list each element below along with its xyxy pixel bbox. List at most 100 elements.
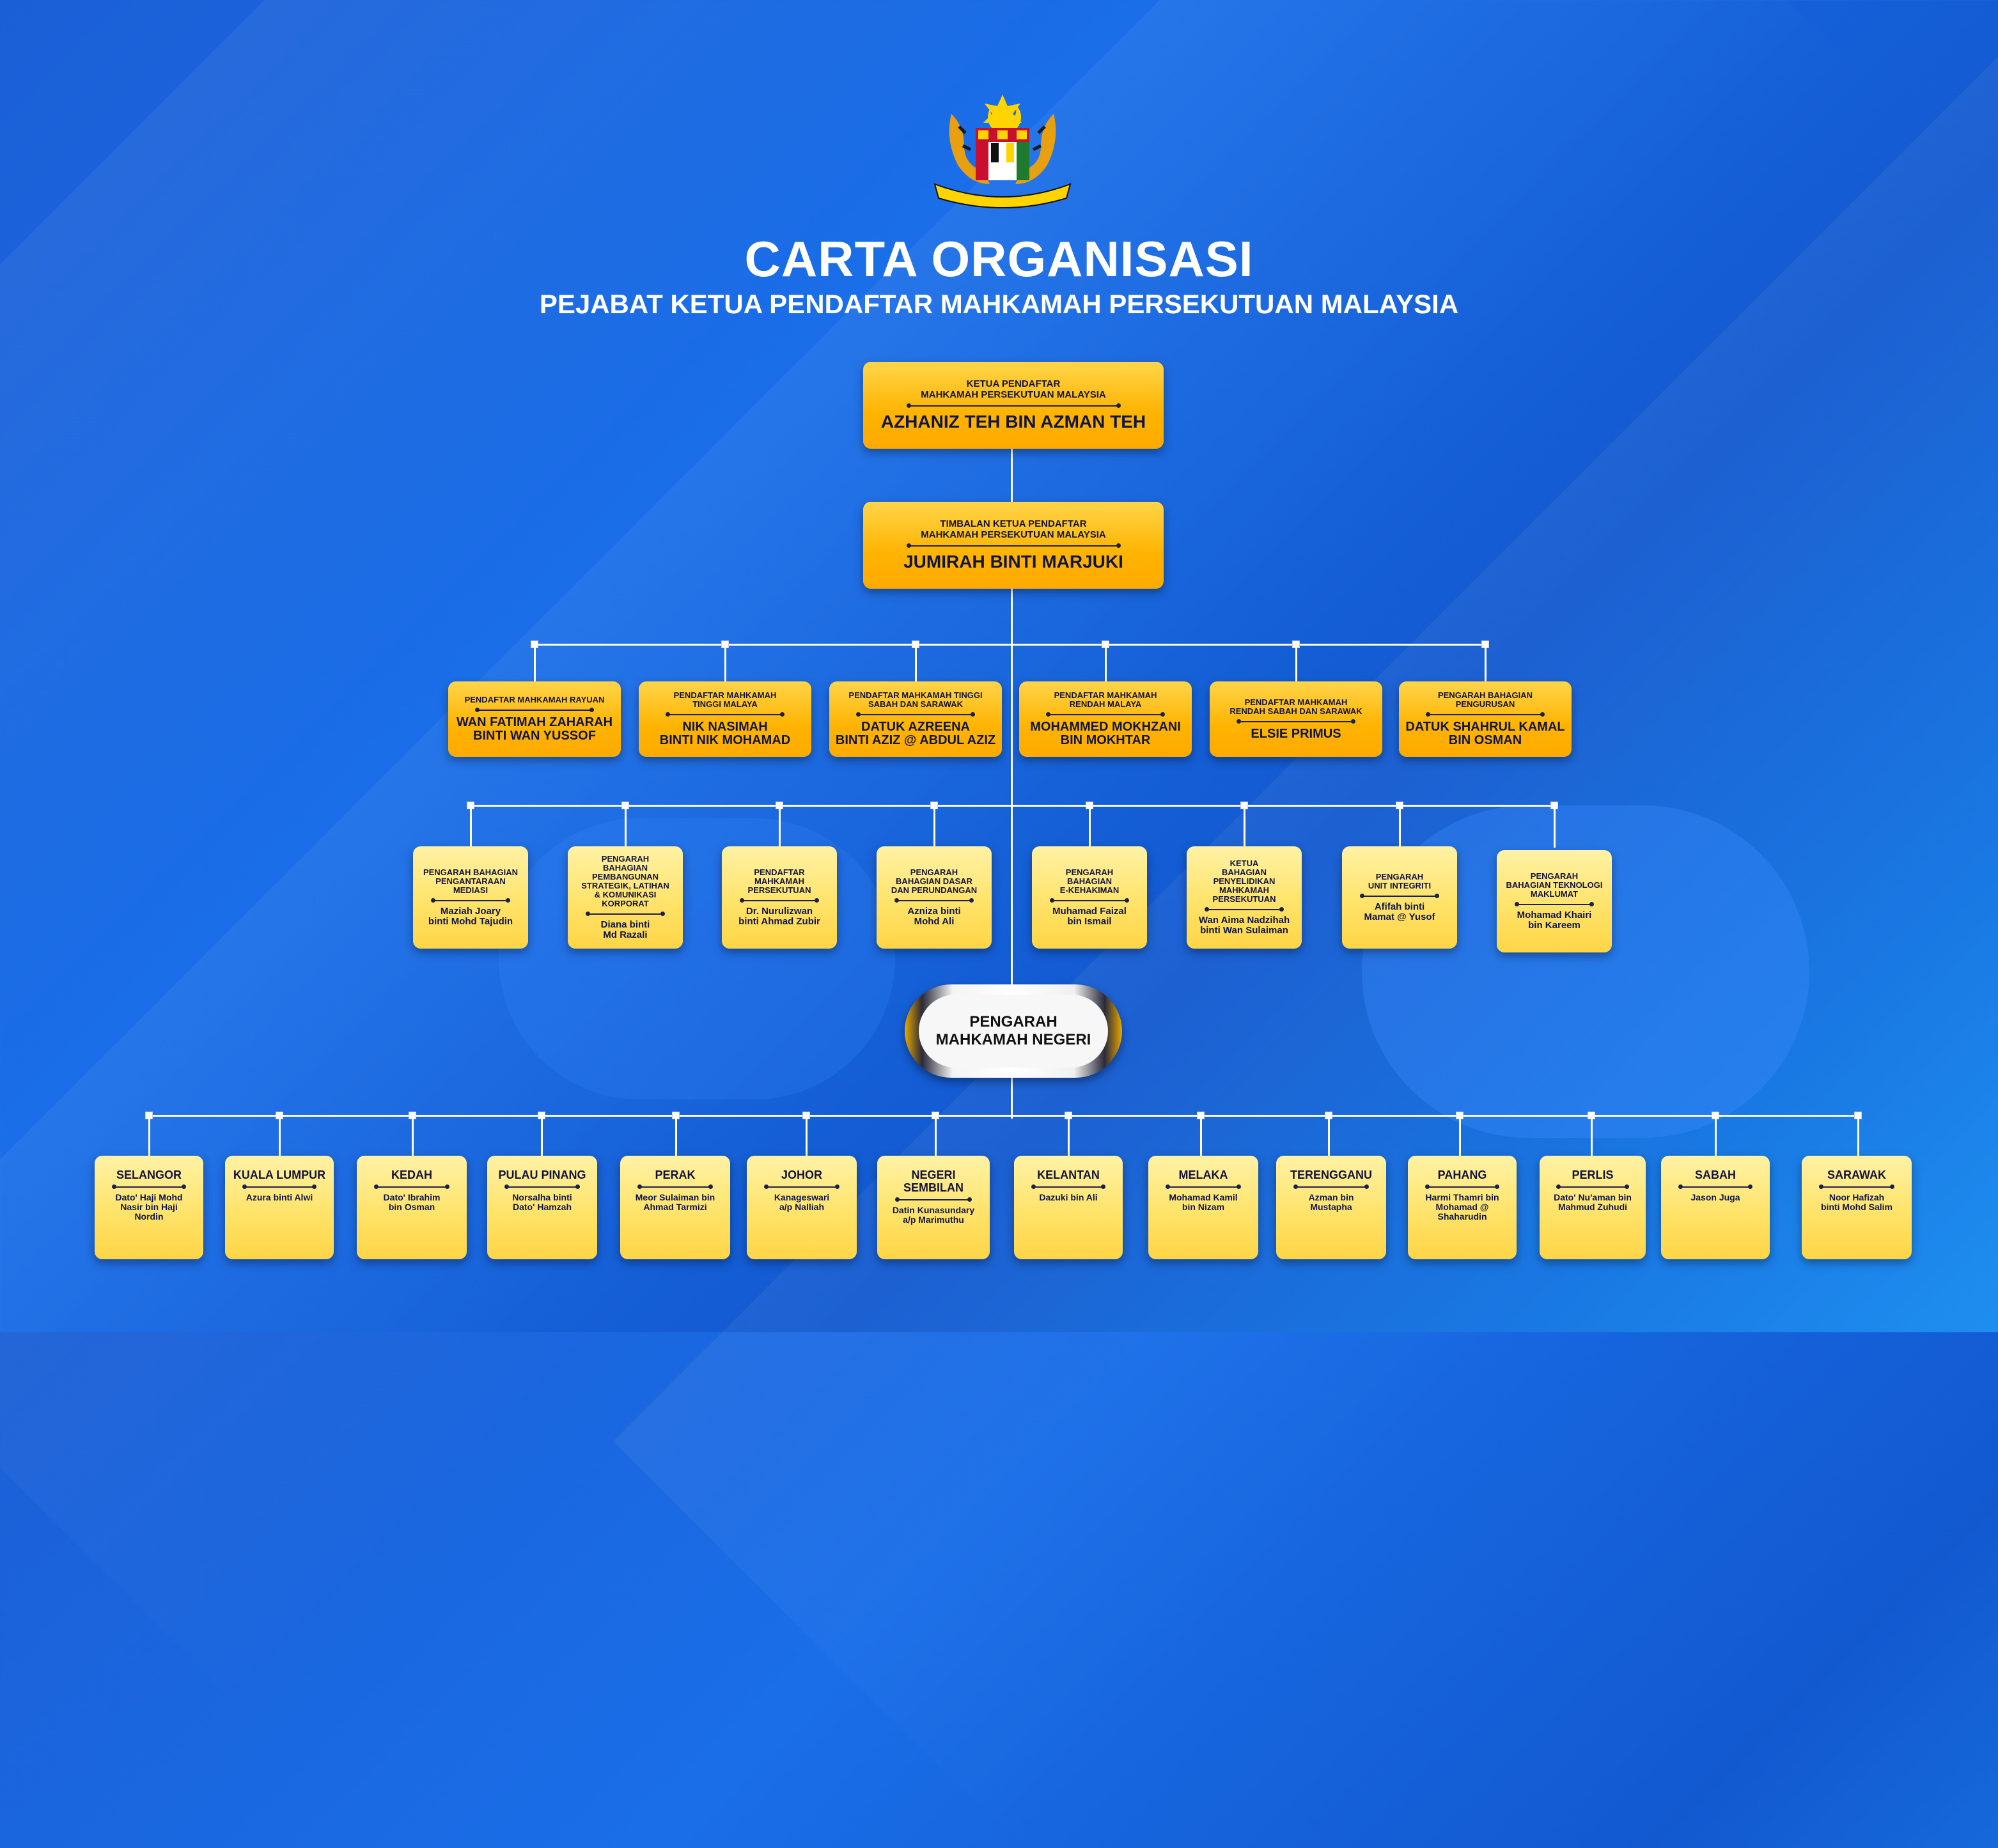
- role-label: PENGARAH BAHAGIAN E-KEHAKIMAN: [1059, 867, 1120, 895]
- role-label: PENDAFTAR MAHKAMAH RENDAH SABAH DAN SARA…: [1229, 697, 1362, 716]
- state-box: PERAK Meor Sulaiman bin Ahmad Tarmizi: [620, 1156, 730, 1259]
- person-name: WAN FATIMAH ZAHARAH BINTI WAN YUSSOF: [456, 715, 613, 743]
- separator: [1236, 718, 1355, 724]
- role-label: PENGARAH BAHAGIAN DASAR DAN PERUNDANGAN: [891, 867, 978, 895]
- person-name: Azniza binti Mohd Ali: [907, 906, 961, 927]
- connector-drop: [412, 1117, 414, 1156]
- separator: [906, 543, 1121, 548]
- connector-drop: [779, 807, 781, 848]
- org-box-level4: PENGARAH BAHAGIAN E-KEHAKIMAN Muhamad Fai…: [1032, 846, 1147, 949]
- separator: [242, 1184, 316, 1189]
- person-name: Meor Sulaiman bin Ahmad Tarmizi: [635, 1192, 715, 1212]
- state-box: JOHOR Kanageswari a/p Nalliah: [747, 1156, 857, 1259]
- connector-drop: [148, 1117, 150, 1156]
- connector-drop: [1105, 646, 1107, 683]
- person-name: JUMIRAH BINTI MARJUKI: [903, 552, 1123, 571]
- connector-drop: [806, 1117, 808, 1156]
- connector-states-bar: [149, 1115, 1858, 1117]
- person-name: Datin Kunasundary a/p Marimuthu: [892, 1205, 975, 1225]
- separator: [665, 712, 784, 717]
- separator: [474, 708, 594, 712]
- separator: [431, 898, 510, 903]
- person-name: Muhamad Faizal bin Ismail: [1052, 906, 1127, 927]
- person-name: Kanageswari a/p Nalliah: [774, 1192, 830, 1212]
- connector-drop: [1459, 1117, 1461, 1156]
- state-directors-header: PENGARAH MAHKAMAH NEGERI: [905, 984, 1122, 1078]
- separator: [1050, 898, 1129, 903]
- connector-drop: [1857, 1117, 1859, 1156]
- separator: [504, 1184, 580, 1189]
- connector-drop: [470, 807, 472, 848]
- person-name: ELSIE PRIMUS: [1251, 726, 1341, 741]
- person-name: Mohamad Kamil bin Nizam: [1169, 1192, 1238, 1212]
- person-name: Harmi Thamri bin Mohamad @ Shaharudin: [1425, 1192, 1499, 1222]
- separator: [894, 898, 974, 903]
- state-name: PERLIS: [1572, 1169, 1614, 1181]
- person-name: DATUK SHAHRUL KAMAL BIN OSMAN: [1405, 720, 1565, 747]
- state-directors-header-inner: PENGARAH MAHKAMAH NEGERI: [919, 995, 1108, 1068]
- connector-drop: [1328, 1117, 1330, 1156]
- org-box-level3: PENDAFTAR MAHKAMAH TINGGI SABAH DAN SARA…: [829, 681, 1002, 757]
- org-box-level3: PENGARAH BAHAGIAN PENGURUSAN DATUK SHAHRU…: [1399, 681, 1572, 757]
- role-label: TIMBALAN KETUA PENDAFTAR MAHKAMAH PERSEK…: [921, 518, 1106, 540]
- person-name: AZHANIZ TEH BIN AZMAN TEH: [880, 412, 1146, 431]
- person-name: Wan Aima Nadzihah binti Wan Sulaiman: [1198, 915, 1290, 936]
- person-name: Dazuki bin Ali: [1039, 1192, 1098, 1202]
- state-name: KUALA LUMPUR: [233, 1169, 326, 1181]
- person-name: Mohamad Khairi bin Kareem: [1517, 910, 1592, 931]
- connector-level3-bar: [535, 644, 1485, 646]
- person-name: Azman bin Mustapha: [1308, 1192, 1354, 1212]
- role-label: PENGARAH BAHAGIAN PENGURUSAN: [1437, 690, 1533, 709]
- separator: [374, 1184, 449, 1189]
- state-name: PERAK: [655, 1169, 696, 1181]
- page-subtitle: PEJABAT KETUA PENDAFTAR MAHKAMAH PERSEKU…: [539, 289, 1459, 319]
- connector-drop: [534, 646, 536, 683]
- state-box: KUALA LUMPUR Azura binti Alwi: [225, 1156, 334, 1259]
- role-label: KETUA PENDAFTAR MAHKAMAH PERSEKUTUAN MAL…: [921, 378, 1106, 400]
- person-name: Azura binti Alwi: [246, 1192, 313, 1202]
- person-name: Afifah binti Mamat @ Yusof: [1364, 901, 1435, 922]
- org-box-level4: KETUA BAHAGIAN PENYELIDIKAN MAHKAMAH PER…: [1187, 846, 1302, 949]
- org-box-level4: PENGARAH UNIT INTEGRITI Afifah binti Mama…: [1342, 846, 1457, 949]
- connector-drop: [935, 1117, 937, 1156]
- separator: [1205, 907, 1284, 912]
- separator: [764, 1184, 839, 1189]
- connector-drop: [625, 807, 627, 848]
- separator: [1360, 894, 1439, 898]
- separator: [1556, 1184, 1629, 1189]
- role-label: PENDAFTAR MAHKAMAH TINGGI MALAYA: [673, 690, 777, 709]
- role-label: PENGARAH UNIT INTEGRITI: [1368, 872, 1432, 890]
- separator: [1031, 1184, 1105, 1189]
- role-label: KETUA BAHAGIAN PENYELIDIKAN MAHKAMAH PER…: [1212, 858, 1276, 904]
- separator: [1424, 1184, 1499, 1189]
- state-name: JOHOR: [781, 1169, 822, 1181]
- state-name: TERENGGANU: [1290, 1169, 1372, 1181]
- separator: [855, 712, 975, 717]
- coat-of-arms-emblem: [933, 95, 1072, 208]
- person-name: Dato' Nu'aman bin Mahmud Zuhudi: [1554, 1192, 1632, 1212]
- role-label: PENDAFTAR MAHKAMAH RAYUAN: [464, 695, 605, 704]
- state-name: SARAWAK: [1827, 1169, 1886, 1181]
- connector-drop: [1485, 646, 1487, 683]
- connector-drop: [724, 646, 726, 683]
- connector-drop: [1295, 646, 1297, 683]
- connector-drop: [1715, 1117, 1717, 1156]
- state-name: SABAH: [1694, 1169, 1736, 1181]
- role-label: PENGARAH BAHAGIAN PENGANTARAAN MEDIASI: [423, 867, 519, 895]
- state-directors-label: PENGARAH MAHKAMAH NEGERI: [935, 1013, 1091, 1048]
- state-name: SELANGOR: [116, 1169, 182, 1181]
- connector-level4-bar: [471, 805, 1554, 807]
- state-name: PULAU PINANG: [498, 1169, 586, 1181]
- person-name: Dr. Nurulizwan binti Ahmad Zubir: [738, 906, 820, 927]
- separator: [1045, 712, 1165, 717]
- separator: [906, 403, 1121, 408]
- org-box-ketua-pendaftar: KETUA PENDAFTAR MAHKAMAH PERSEKUTUAN MAL…: [863, 362, 1164, 449]
- connector-drop: [541, 1117, 543, 1156]
